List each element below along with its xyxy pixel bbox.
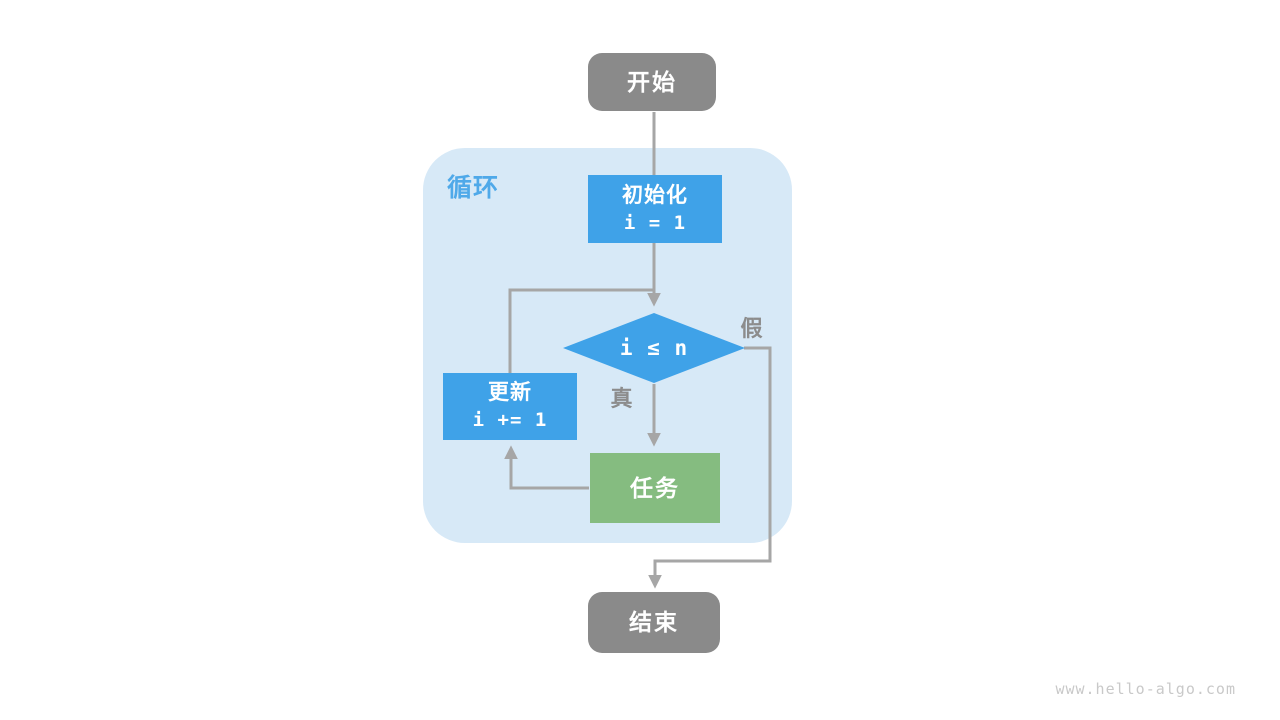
update-node-title: 更新 xyxy=(488,381,532,404)
end-node-label: 结束 xyxy=(629,609,679,636)
end-node: 结束 xyxy=(588,592,720,653)
start-node: 开始 xyxy=(588,53,716,111)
init-node-title: 初始化 xyxy=(622,183,688,207)
update-node: 更新 i += 1 xyxy=(443,373,577,440)
update-node-code: i += 1 xyxy=(472,409,548,432)
task-node: 任务 xyxy=(590,453,720,523)
start-node-label: 开始 xyxy=(627,68,677,95)
true-branch-label: 真 xyxy=(610,386,634,411)
task-node-label: 任务 xyxy=(630,474,680,501)
init-node-code: i = 1 xyxy=(623,211,687,234)
condition-node-label: i ≤ n xyxy=(619,336,689,360)
false-branch-label: 假 xyxy=(740,316,764,341)
init-node: 初始化 i = 1 xyxy=(588,175,722,243)
watermark: www.hello-algo.com xyxy=(1055,680,1236,698)
loop-group-label: 循环 xyxy=(447,174,500,202)
